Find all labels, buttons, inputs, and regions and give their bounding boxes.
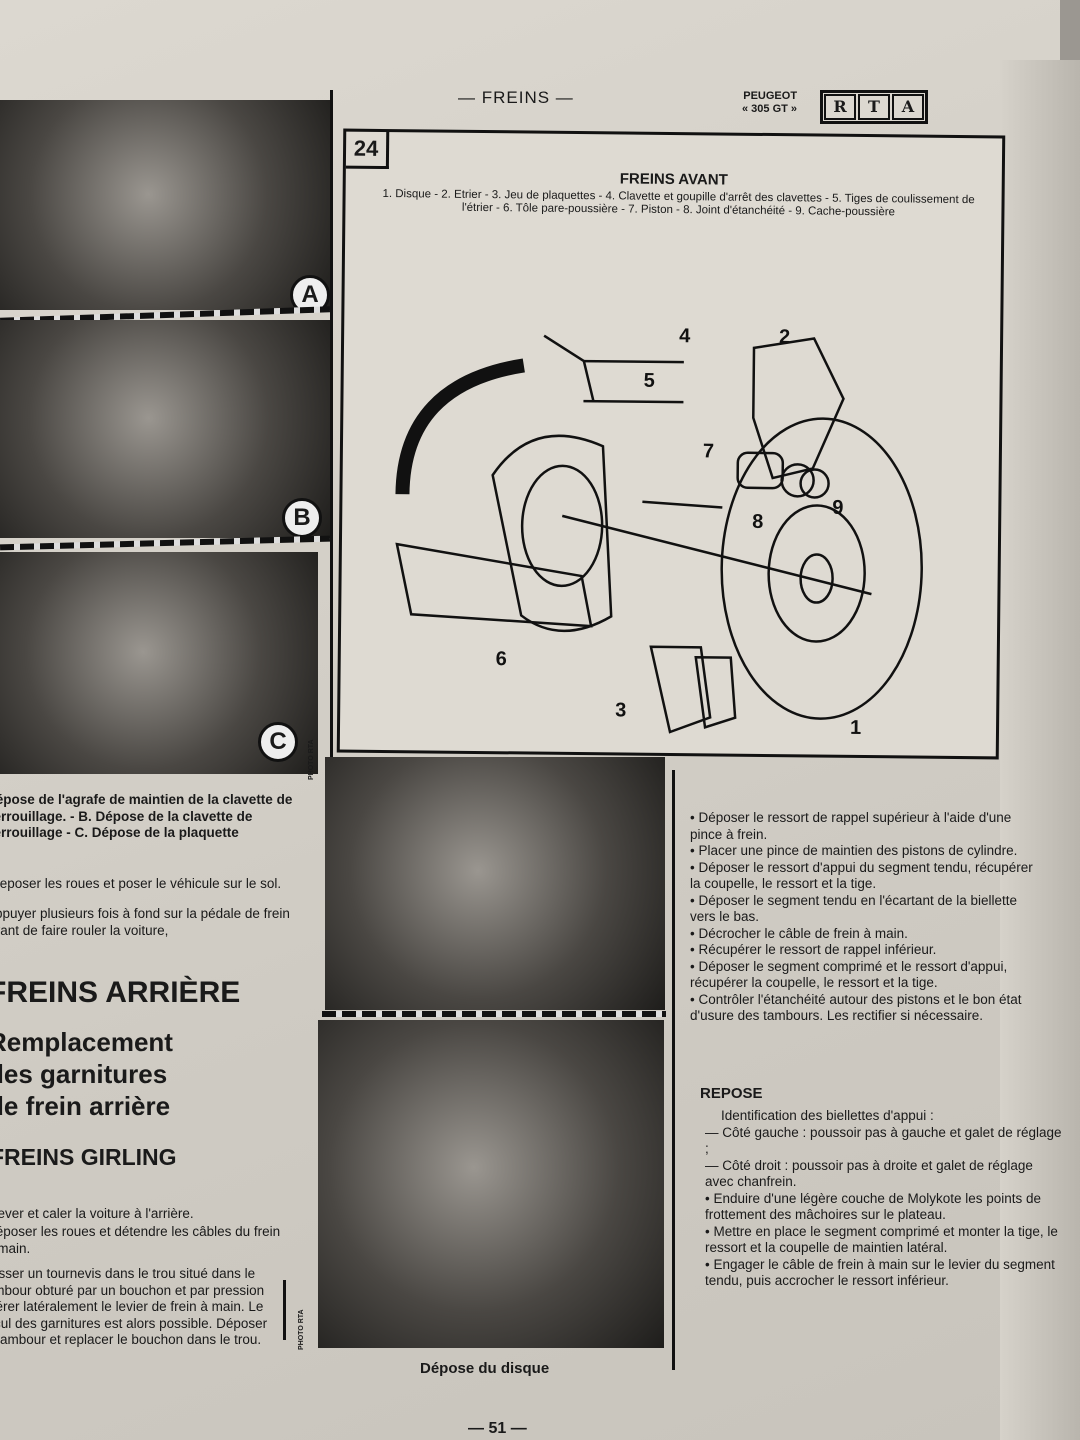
repose-heading: REPOSE: [700, 1085, 763, 1102]
column-rule: [330, 90, 333, 780]
shield-flange: [395, 542, 593, 628]
label-8: 8: [752, 511, 763, 533]
dust-shield: [491, 434, 613, 633]
label-4: 4: [679, 325, 691, 347]
label-2: 2: [779, 326, 790, 348]
dash-item: — Côté gauche : poussoir pas à gauche et…: [705, 1124, 1062, 1157]
photo-c: C: [0, 552, 318, 774]
column-rule: [283, 1280, 286, 1340]
step: • Récupérer le ressort de rappel inférie…: [690, 942, 937, 957]
disc-hub: [767, 504, 866, 643]
step: • Mettre en place le segment comprimé et…: [705, 1223, 1058, 1256]
photo-letter: A: [290, 275, 330, 310]
logo-letter: R: [824, 94, 856, 120]
label-9: 9: [832, 497, 843, 519]
repose-steps: Identification des biellettes d'appui : …: [705, 1108, 1065, 1290]
logo-letter: A: [892, 94, 924, 120]
figure-box: 24 FREINS AVANT 1. Disque - 2. Etrier - …: [336, 128, 1006, 760]
logo-letter: T: [858, 94, 890, 120]
photo-disc-removal-2: [318, 1020, 664, 1348]
removal-steps: • Déposer le ressort de rappel supérieur…: [690, 810, 1040, 1025]
figure-legend: 1. Disque - 2. Etrier - 3. Jeu de plaque…: [382, 187, 975, 219]
subheading-line: Remplacement: [0, 1027, 173, 1057]
step: • Contrôler l'étanchéité autour des pist…: [690, 991, 1022, 1024]
step: • Placer une pince de maintien des pisto…: [690, 843, 1018, 858]
label-6: 6: [496, 648, 507, 670]
label-7: 7: [703, 440, 714, 462]
step: • Déposer le ressort d'appui du segment …: [690, 859, 1033, 892]
paragraph: Reposer les roues et poser le véhicule s…: [0, 876, 282, 891]
step: • Engager le câble de frein à main sur l…: [705, 1256, 1055, 1289]
subheading-line: de frein arrière: [0, 1091, 171, 1121]
paragraph: Lever et caler la voiture à l'arrière.: [0, 1206, 194, 1221]
step: • Décrocher le câble de frein à main.: [690, 925, 908, 941]
brake-exploded-diagram: 1 2 3 4 5 6 7 8 9: [395, 325, 923, 739]
divider: [322, 1011, 666, 1017]
photo-credit: PHOTO RTA: [308, 739, 315, 780]
label-1: 1: [850, 717, 861, 739]
photo-letter: C: [258, 722, 298, 762]
rotation-arrow: [395, 358, 525, 495]
disc: [720, 417, 923, 720]
figure-number: 24: [345, 131, 390, 170]
brand-line1: PEUGEOT: [743, 90, 798, 102]
page-number: — 51 —: [468, 1420, 527, 1437]
step: • Déposer le segment tendu en l'écartant…: [690, 892, 1018, 925]
photo-a: A: [0, 100, 330, 310]
piston: [736, 451, 785, 490]
paragraph: Appuyer plusieurs fois à fond sur la péd…: [0, 906, 290, 938]
step: • Déposer le ressort de rappel supérieur…: [690, 810, 1012, 842]
photo-letter: B: [282, 498, 322, 538]
brand-line2: « 305 GT »: [742, 103, 798, 115]
label-5: 5: [644, 370, 655, 392]
photo-b: B: [0, 320, 330, 538]
brand: PEUGEOT« 305 GT »: [742, 90, 797, 116]
page-edge: [1000, 60, 1080, 1440]
caliper: [752, 337, 845, 480]
subheading-line: des garnitures: [0, 1059, 168, 1089]
dash-item: — Côté droit : poussoir pas à droite et …: [705, 1157, 1033, 1190]
photo-disc-removal-1: [325, 757, 665, 1010]
label-3: 3: [615, 699, 626, 721]
step: • Déposer le segment comprimé et le ress…: [690, 958, 1008, 991]
paragraph: Passer un tournevis dans le trou situé d…: [0, 1266, 268, 1347]
paragraph: Déposer les roues et détendre les câbles…: [0, 1224, 281, 1256]
column-rule: [672, 770, 675, 1370]
section-header: — FREINS —: [458, 88, 574, 107]
brake-pads: [649, 645, 737, 734]
repose-intro: Identification des biellettes d'appui :: [721, 1108, 934, 1123]
photo-credit: PHOTO RTA: [298, 1309, 305, 1350]
heading-girling: FREINS GIRLING: [0, 1144, 177, 1170]
heading-freins-arriere: FREINS ARRIÈRE: [0, 976, 241, 1009]
step: • Enduire d'une légère couche de Molykot…: [705, 1190, 1042, 1223]
axis-line: [561, 514, 872, 596]
photo-caption: Dépose de l'agrafe de maintien de la cla…: [0, 792, 293, 840]
photo-caption: Dépose du disque: [420, 1360, 550, 1377]
